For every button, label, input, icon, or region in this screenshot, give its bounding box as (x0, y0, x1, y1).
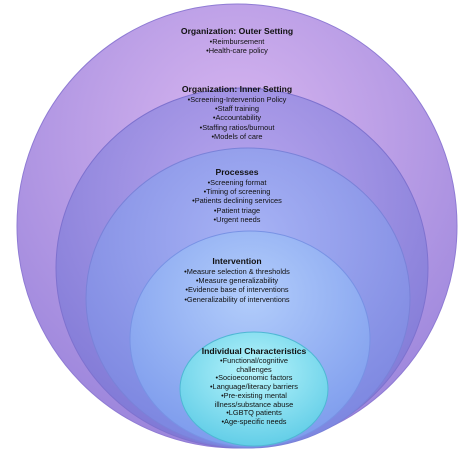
inner-setting-block: Organization: Inner Setting •Screening-I… (0, 84, 474, 141)
individual-characteristics-item: challenges (236, 364, 272, 374)
processes-item: •Patients declining services (192, 196, 282, 206)
intervention-item: •Measure generalizability (195, 276, 279, 286)
intervention-block: Intervention •Measure selection & thresh… (0, 256, 474, 304)
processes-block: Processes •Screening format •Timing of s… (0, 167, 474, 224)
outer-setting-block: Organization: Outer Setting •Reimburseme… (0, 26, 474, 55)
intervention-item: •Generalizability of interventions (184, 294, 290, 304)
individual-characteristics-item: •Pre-existing mental (221, 390, 287, 400)
individual-characteristics-item: •Socioeconomic factors (215, 373, 293, 383)
outer-setting-title: Organization: Outer Setting (180, 26, 294, 36)
inner-setting-item: •Accountability (212, 113, 262, 123)
inner-setting-item: •Staffing ratios/burnout (199, 122, 275, 132)
individual-characteristics-item: •LGBTQ patients (226, 408, 282, 418)
individual-characteristics-title: Individual Characteristics (201, 346, 307, 356)
individual-characteristics-item: •Language/literacy barriers (209, 382, 299, 392)
individual-characteristics-item: •Age-specific needs (221, 416, 287, 426)
inner-setting-item: •Staff training (215, 104, 259, 114)
individual-characteristics-ellipse (179, 331, 329, 447)
outer-setting-item: •Reimbursement (209, 37, 265, 46)
processes-title: Processes (215, 167, 259, 177)
processes-item: •Screening format (207, 178, 267, 187)
individual-characteristics-item: •Functional/cognitive (220, 356, 288, 365)
processes-item: •Timing of screening (203, 187, 271, 197)
intervention-item: •Measure selection & thresholds (184, 267, 290, 276)
inner-setting-title: Organization: Inner Setting (181, 84, 293, 94)
processes-item: •Urgent needs (213, 214, 261, 224)
individual-characteristics-item: illness/substance abuse (214, 399, 294, 409)
processes-item: •Patient triage (213, 205, 261, 215)
intervention-item: •Evidence base of interventions (185, 285, 289, 295)
inner-setting-item: •Models of care (211, 131, 263, 141)
intervention-title: Intervention (212, 256, 262, 266)
outer-setting-item: •Health-care policy (206, 46, 268, 56)
individual-characteristics-block: Individual Characteristics •Functional/c… (17, 346, 474, 427)
inner-setting-item: •Screening-Intervention Policy (187, 95, 287, 104)
